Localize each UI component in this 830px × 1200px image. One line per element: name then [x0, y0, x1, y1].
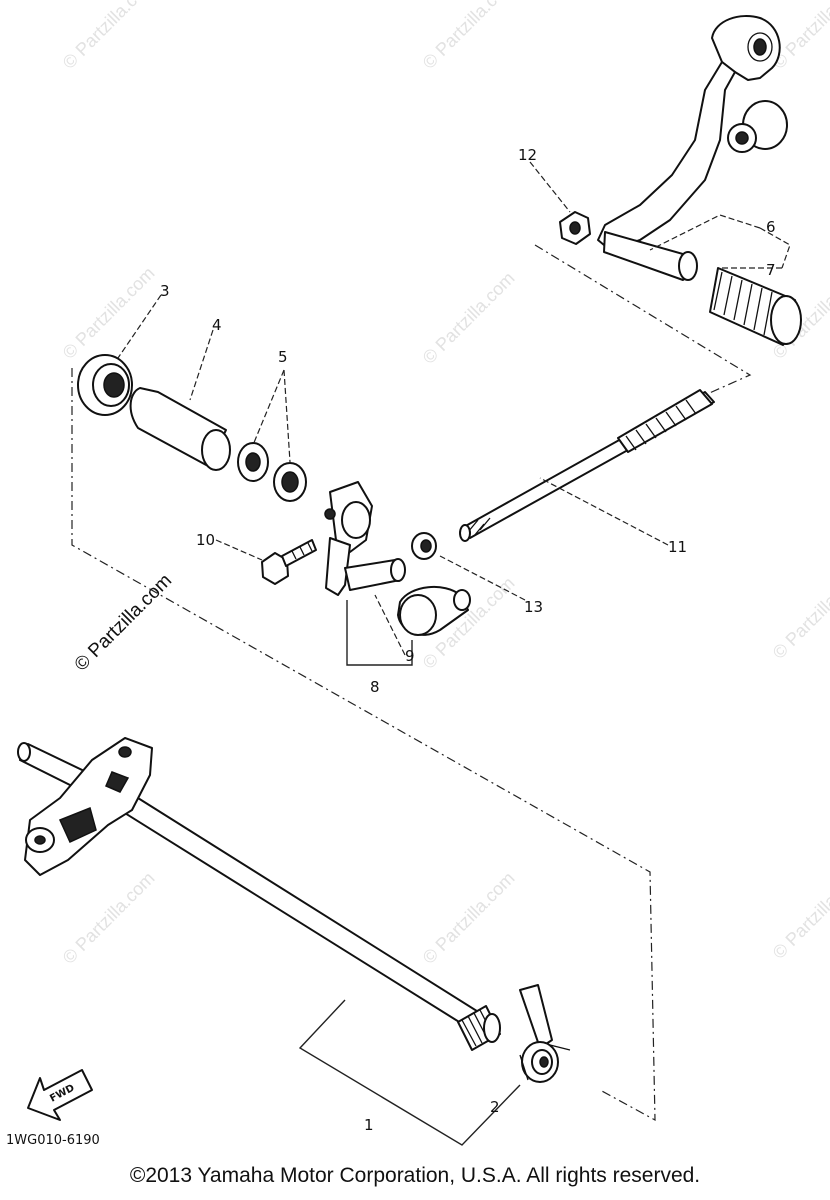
leader-lines	[117, 161, 791, 1146]
part-label-5: 5	[278, 348, 288, 366]
part-label-4: 4	[212, 316, 222, 334]
return-spring-part	[519, 984, 571, 1083]
assembly-lines	[71, 244, 752, 1122]
part-label-12: 12	[518, 146, 537, 164]
part-label-1: 1	[364, 1116, 374, 1134]
joint-part	[397, 585, 471, 636]
oil-seal-part	[77, 354, 133, 416]
bearing-part	[237, 442, 307, 502]
collar-part	[129, 387, 231, 471]
watermark: © Partzilla.com	[59, 868, 159, 968]
forward-arrow-icon: FWD	[27, 1069, 93, 1121]
bolt-part	[261, 539, 317, 585]
part-label-2: 2	[490, 1098, 500, 1116]
shift-pedal-part	[597, 15, 788, 281]
shift-rod-part	[459, 389, 715, 542]
part-label-11: 11	[668, 538, 687, 556]
watermark: © Partzilla.com	[419, 868, 519, 968]
part-label-8: 8	[370, 678, 380, 696]
watermark: © Partzilla.com	[59, 263, 159, 363]
watermark: © Partzilla.com	[769, 863, 830, 963]
part-label-7: 7	[766, 261, 776, 279]
watermark: © Partzilla.com	[59, 0, 159, 73]
part-label-13: 13	[524, 598, 543, 616]
watermark: © Partzilla.com	[419, 268, 519, 368]
part-label-10: 10	[196, 531, 215, 549]
washer-part	[411, 532, 437, 560]
part-label-9: 9	[405, 647, 415, 665]
rubber-grip-part	[709, 267, 802, 346]
part-number-labels: 1 2 3 4 5 6 7 8 9 10 11 12 13	[160, 146, 776, 1134]
watermark: © Partzilla.com	[419, 0, 519, 73]
copyright-notice: ©2013 Yamaha Motor Corporation, U.S.A. A…	[129, 1164, 701, 1187]
nut-part	[559, 211, 591, 245]
watermark: © Partzilla.com	[769, 563, 830, 663]
watermark-main: © Partzilla.com	[71, 570, 176, 675]
part-label-3: 3	[160, 282, 170, 300]
drawing-code: 1WG010-6190	[6, 1133, 100, 1148]
part-label-6: 6	[766, 218, 776, 236]
shift-lever-part	[324, 481, 406, 596]
shift-shaft-part	[17, 737, 501, 1051]
